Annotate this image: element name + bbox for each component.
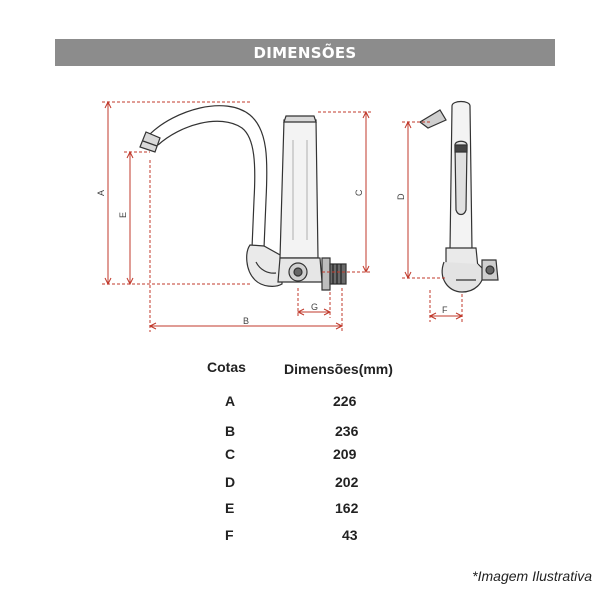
faucet-side-view — [418, 100, 499, 293]
dimension-lines — [102, 100, 464, 332]
footnote: *Imagem Ilustrativa — [472, 568, 592, 584]
title-banner: DIMENSÕES — [55, 39, 555, 66]
dim-label-b: B — [243, 316, 249, 326]
dim-label-a: A — [96, 190, 106, 196]
dim-label-f: F — [442, 305, 448, 315]
title: DIMENSÕES — [253, 43, 357, 62]
dim-label-g: G — [311, 302, 318, 312]
faucet-front-view — [139, 105, 347, 291]
dim-label-c: C — [354, 189, 364, 196]
dim-label-e: E — [118, 212, 128, 218]
dim-label-d: D — [396, 193, 406, 200]
